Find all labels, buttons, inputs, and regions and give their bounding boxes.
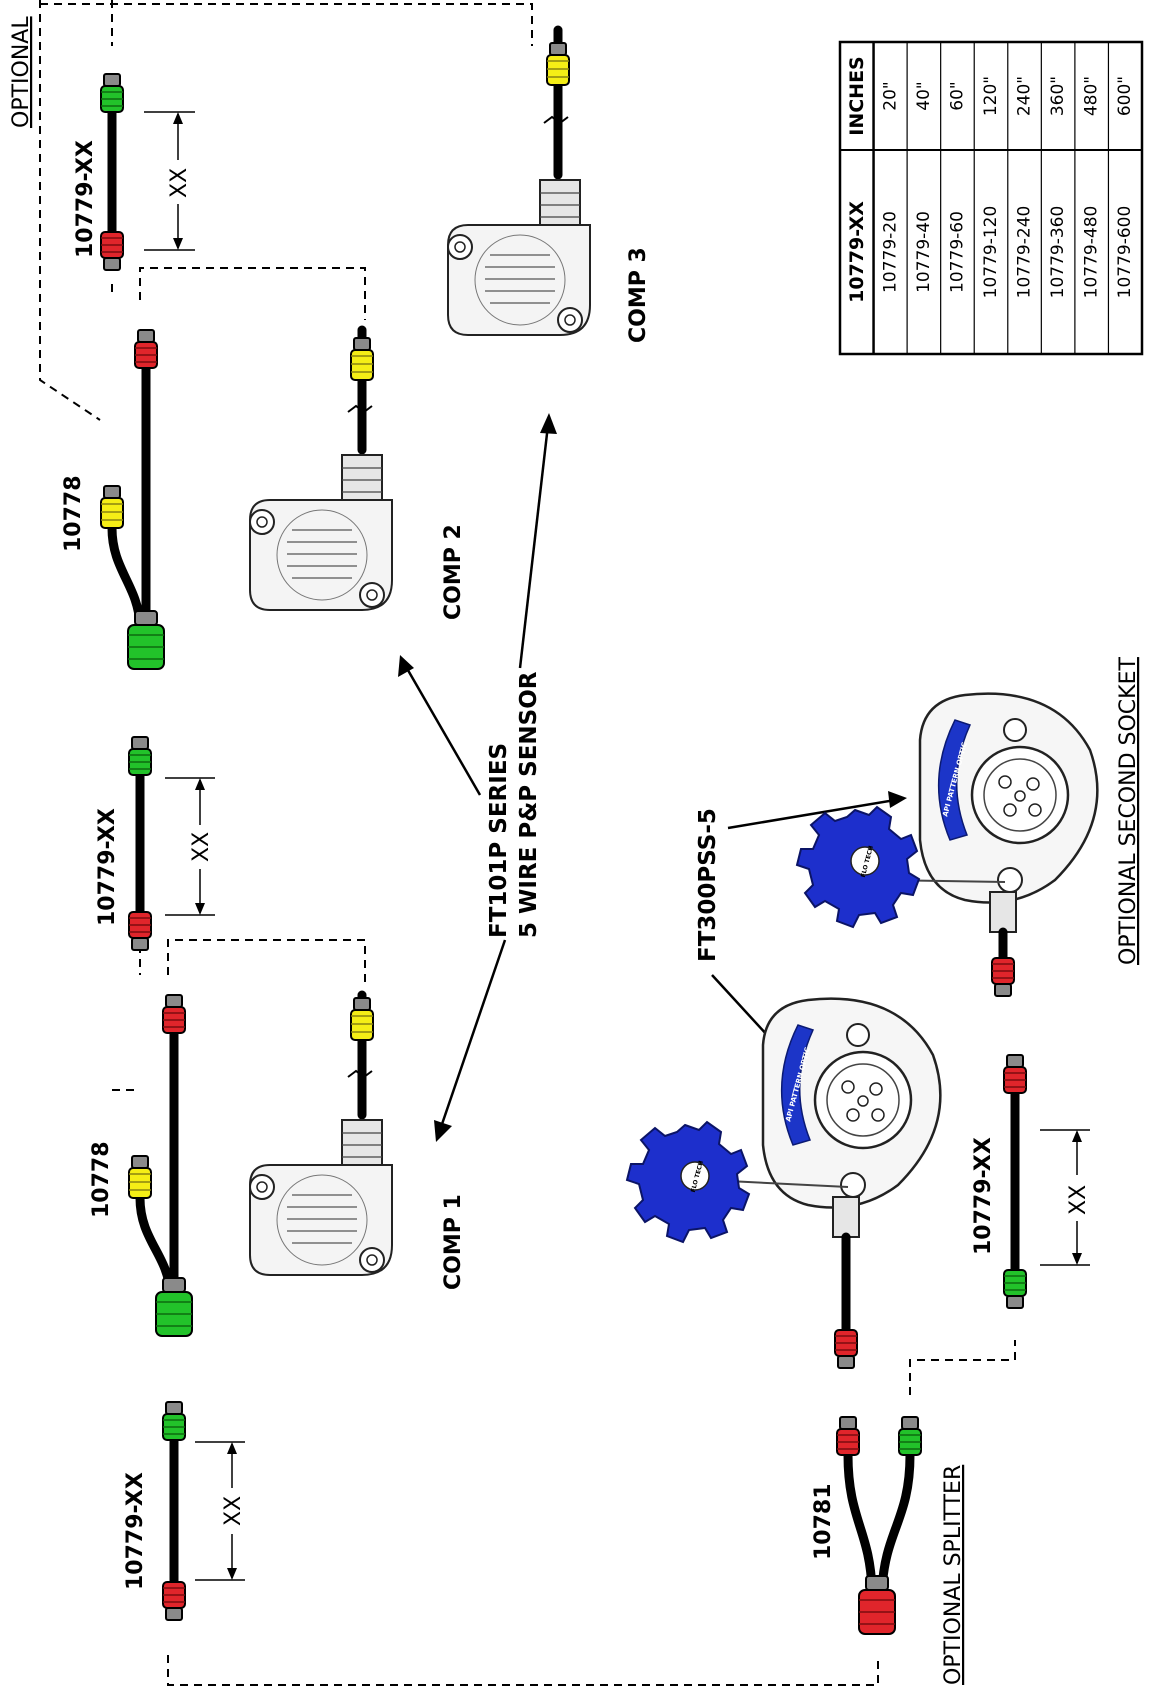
dim-markers	[144, 111, 1090, 1581]
dash-comp2	[139, 267, 366, 320]
table-cell-inches: 120"	[981, 76, 1001, 116]
table-cell-inches: 600"	[1115, 76, 1135, 116]
socket-second: API PATTERN OPTIC	[884, 692, 1099, 997]
dashed-connections	[39, 0, 1016, 1686]
labels: OPTIONAL 10779-XX XX 10778 10779-XX XX 1…	[9, 16, 1141, 1685]
table-cell-part: 10779-240	[1015, 206, 1035, 299]
label-xx-socket: XX	[1066, 1185, 1091, 1215]
dim-middle	[165, 777, 215, 916]
table-cell-inches: 360"	[1048, 76, 1068, 116]
label-optional-second-socket: OPTIONAL SECOND SOCKET	[1116, 657, 1141, 965]
table-border	[838, 40, 1144, 356]
ext-cable-socket	[1003, 1054, 1027, 1309]
label-y-cable-2: 10778	[89, 1141, 114, 1218]
label-series-line1: FT101P SERIES	[486, 743, 512, 938]
label-splitter: 10781	[811, 1483, 836, 1560]
label-y-cable-1: 10778	[61, 475, 86, 552]
table-header-part: 10779-XX	[846, 201, 868, 303]
sensor-comp3	[447, 25, 591, 336]
label-xx-3: XX	[221, 1496, 246, 1526]
ext-cable-middle	[128, 736, 152, 951]
y-cable-top	[100, 329, 165, 670]
ext-cable-top	[100, 73, 124, 271]
dash-optional-top	[39, 0, 533, 46]
dash-comp1	[167, 939, 366, 985]
dash-bottom-loop	[167, 1655, 879, 1686]
label-ext-cable-socket: 10779-XX	[971, 1137, 996, 1255]
table-cell-inches: 480"	[1082, 76, 1102, 116]
label-ext-cable-3: 10779-XX	[123, 1472, 148, 1590]
label-ext-cable-1: 10779-XX	[73, 140, 98, 258]
y-cable-middle	[128, 994, 193, 1337]
table-cell-inches: 60"	[947, 81, 967, 110]
label-ext-cable-2: 10779-XX	[95, 808, 120, 926]
label-xx-1: XX	[167, 168, 192, 198]
ext-cable-bottom	[162, 1401, 186, 1621]
label-optional: OPTIONAL	[9, 16, 34, 128]
splitter-cable	[836, 1416, 922, 1635]
label-comp3: COMP 3	[626, 247, 651, 343]
table-header-inches: INCHES	[846, 56, 868, 135]
dim-top	[144, 111, 195, 251]
table-cell-part: 10779-40	[914, 211, 934, 293]
table-cell-part: 10779-600	[1115, 206, 1135, 299]
dim-socket	[1040, 1129, 1090, 1266]
length-table: INCHES 10779-XX 20" 10779-20 40" 10779-40 60" 1…	[838, 40, 1144, 356]
dash-splitter-to-socket2	[909, 1340, 1016, 1395]
sensor-comp1	[249, 990, 393, 1276]
socket-main: API PATTERN OPTIC	[707, 997, 942, 1369]
blue-cap-main: FLO TECH	[625, 1120, 751, 1244]
table-cell-part: 10779-480	[1082, 206, 1102, 299]
table-cell-part: 10779-120	[981, 206, 1001, 299]
label-series-line2: 5 WIRE P&P SENSOR	[516, 671, 542, 938]
blue-cap-second: FLO TECH	[795, 805, 921, 929]
table-cell-part: 10779-360	[1048, 206, 1068, 299]
table-cell-inches: 240"	[1015, 76, 1035, 116]
sensor-comp2	[249, 325, 393, 611]
label-comp1: COMP 1	[441, 1194, 466, 1290]
dash-optional-left	[39, 0, 101, 421]
label-xx-2: XX	[189, 832, 214, 862]
label-optional-splitter: OPTIONAL SPLITTER	[941, 1465, 966, 1685]
table-cell-inches: 40"	[914, 81, 934, 110]
table-cell-inches: 20"	[880, 81, 900, 110]
label-comp2: COMP 2	[441, 524, 466, 620]
dim-bottom	[195, 1441, 245, 1581]
table-cell-part: 10779-60	[947, 211, 967, 293]
table-cell-part: 10779-20	[880, 211, 900, 293]
label-socket-model: FT300PSS-5	[695, 808, 721, 962]
